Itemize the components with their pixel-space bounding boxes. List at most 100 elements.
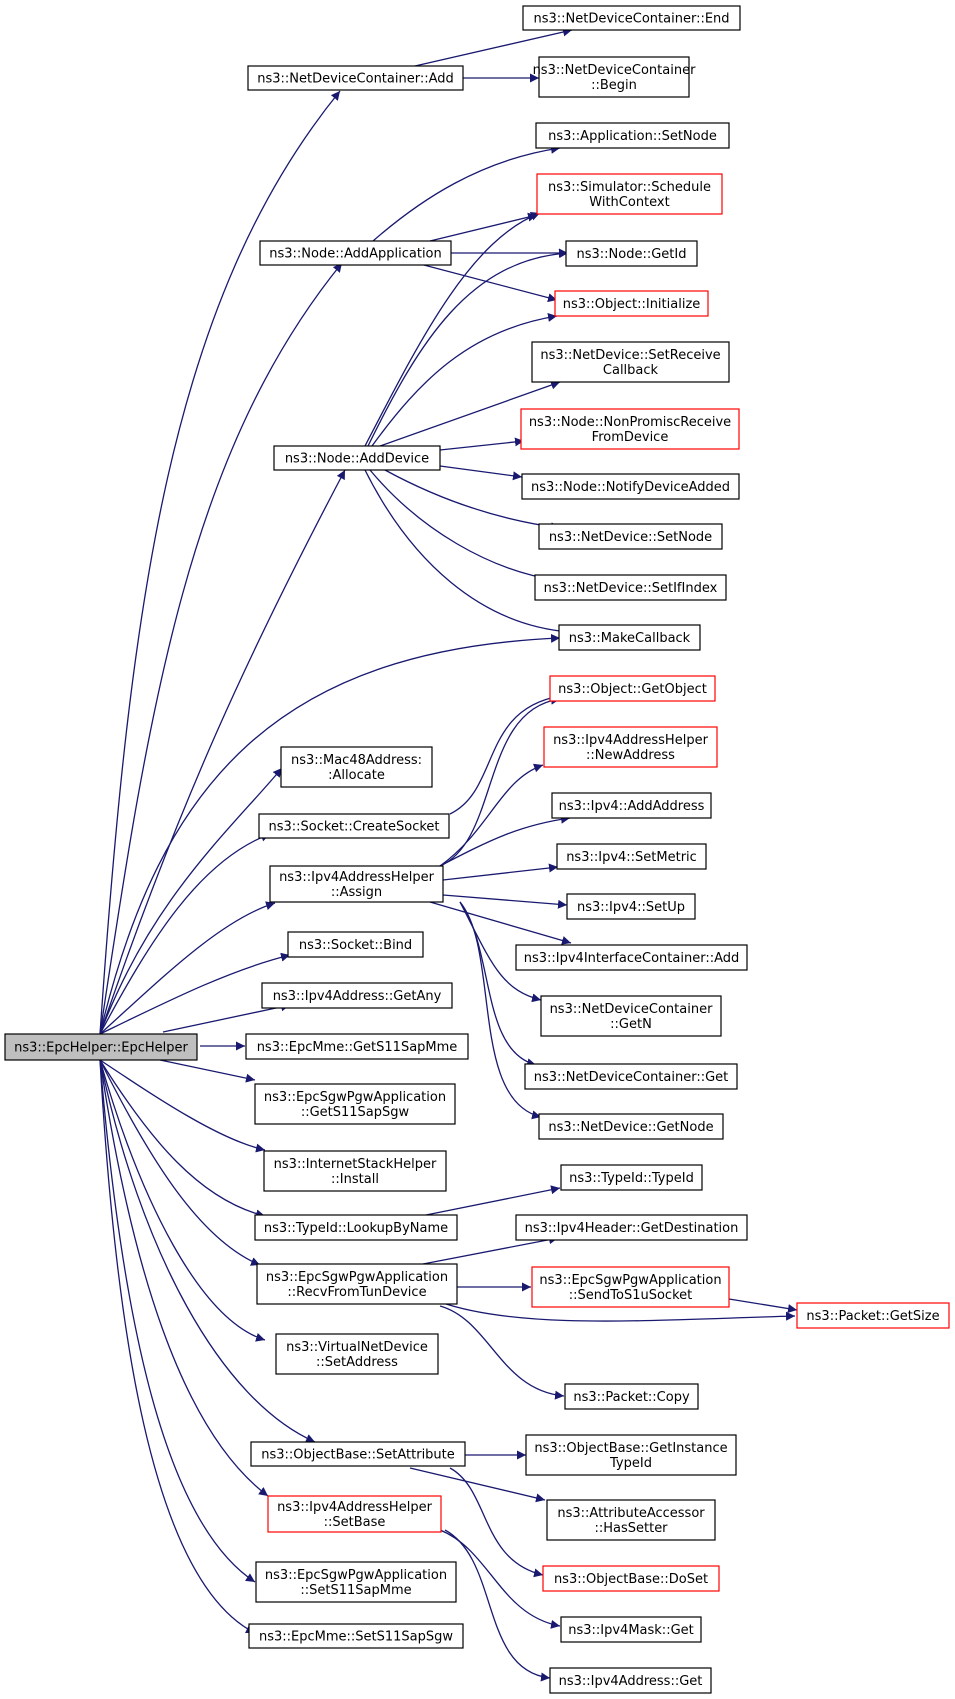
node-ndc-begin[interactable]: ns3::NetDeviceContainer::Begin [533, 56, 697, 98]
node-box [250, 1441, 466, 1467]
node-label: ::GetS11SapSgw [301, 1105, 410, 1120]
node-box [531, 1266, 730, 1308]
node-node-notify[interactable]: ns3::Node::NotifyDeviceAdded [521, 473, 740, 500]
node-ish-install[interactable]: ns3::InternetStackHelper::Install [263, 1150, 447, 1192]
node-box [256, 1263, 458, 1305]
node-aa-hassetter[interactable]: ns3::AttributeAccessor::HasSetter [546, 1499, 716, 1541]
node-ndc-end[interactable]: ns3::NetDeviceContainer::End [522, 5, 741, 31]
node-ipv4-setmetric[interactable]: ns3::Ipv4::SetMetric [556, 843, 707, 870]
edge-setbase-addrget [444, 1529, 551, 1682]
node-ipv4mask-get[interactable]: ns3::Ipv4Mask::Get [560, 1616, 702, 1643]
node-app-setnode[interactable]: ns3::Application::SetNode [535, 122, 730, 149]
node-ipv4-addaddress[interactable]: ns3::Ipv4::AddAddress [551, 792, 712, 819]
node-ipv4-setup[interactable]: ns3::Ipv4::SetUp [566, 893, 696, 920]
edge-adddevice-setreceive [379, 380, 561, 447]
node-typeid-typeid[interactable]: ns3::TypeId::TypeId [560, 1164, 703, 1191]
edge-adddevice-getid [367, 249, 569, 447]
edge-assign-addaddress [439, 814, 571, 867]
node-nd-getnode[interactable]: ns3::NetDevice::GetNode [538, 1113, 724, 1140]
node-box [538, 523, 723, 550]
node-label: ns3::TypeId::LookupByName [264, 1221, 448, 1236]
edge-lookup-typeid [425, 1185, 561, 1216]
node-ipv4helper-newaddr[interactable]: ns3::Ipv4AddressHelper::NewAddress [543, 726, 718, 768]
node-nd-setnode[interactable]: ns3::NetDevice::SetNode [538, 523, 723, 550]
node-epcmme-gets11[interactable]: ns3::EpcMme::GetS11SapMme [245, 1033, 469, 1060]
node-ipv4addr-get[interactable]: ns3::Ipv4Address::Get [549, 1667, 712, 1694]
node-box [540, 995, 722, 1037]
node-obj-getobject[interactable]: ns3::Object::GetObject [549, 675, 716, 702]
node-box [538, 56, 690, 98]
node-label: ns3::MakeCallback [569, 631, 691, 646]
node-sgw-send[interactable]: ns3::EpcSgwPgwApplication::SendToS1uSock… [531, 1266, 730, 1308]
edge-root-ipv4helper-setbase [99, 1059, 269, 1497]
node-label: ns3::NetDevice::GetNode [548, 1120, 713, 1135]
node-box [248, 1623, 464, 1649]
node-ipv4helper-setbase[interactable]: ns3::Ipv4AddressHelper::SetBase [267, 1495, 442, 1533]
node-packet-copy[interactable]: ns3::Packet::Copy [564, 1383, 699, 1410]
node-label: ::SetBase [324, 1515, 386, 1530]
node-ndc-add[interactable]: ns3::NetDeviceContainer::Add [247, 65, 464, 91]
node-box [556, 843, 707, 870]
edge-root-node-adddevice [99, 469, 346, 1035]
node-label: ns3::Ipv4AddressHelper [279, 870, 435, 885]
node-ipv4ic-add[interactable]: ns3::Ipv4InterfaceContainer::Add [515, 944, 748, 971]
node-label: :Allocate [328, 768, 385, 783]
edge-adddevice-init [371, 312, 558, 447]
node-label: ns3::Ipv4::SetMetric [566, 850, 697, 865]
node-root[interactable]: ns3::EpcHelper::EpcHelper [4, 1033, 198, 1061]
edge-addapp-setnode [372, 144, 561, 242]
edge-ndcadd-end [414, 27, 573, 67]
node-label: ns3::EpcSgwPgwApplication [264, 1090, 446, 1105]
node-label: TypeId [609, 1456, 652, 1471]
call-edges [99, 27, 798, 1682]
edge-root-ob-setattr [99, 1059, 316, 1443]
node-socket-create[interactable]: ns3::Socket::CreateSocket [258, 813, 450, 839]
node-ipv4addr-getany[interactable]: ns3::Ipv4Address::GetAny [261, 982, 453, 1009]
node-node-adddevice[interactable]: ns3::Node::AddDevice [273, 445, 441, 471]
node-ob-setattr[interactable]: ns3::ObjectBase::SetAttribute [250, 1441, 466, 1467]
node-box [258, 813, 450, 839]
node-ndc-getn[interactable]: ns3::NetDeviceContainer::GetN [540, 995, 722, 1037]
node-box [255, 1561, 457, 1603]
node-box [245, 1033, 469, 1060]
node-label: ns3::Mac48Address: [291, 753, 422, 768]
node-epcmme-sets11[interactable]: ns3::EpcMme::SetS11SapSgw [248, 1623, 464, 1649]
node-label: ns3::Application::SetNode [548, 129, 717, 144]
edge-root-node-addapp [99, 262, 343, 1035]
node-mac48-allocate[interactable]: ns3::Mac48Address::Allocate [280, 746, 433, 788]
edge-root-socket-bind [99, 952, 291, 1035]
node-label: ns3::Node::AddDevice [285, 452, 429, 467]
node-label: ns3::EpcHelper::EpcHelper [14, 1041, 188, 1056]
node-ob-doset[interactable]: ns3::ObjectBase::DoSet [542, 1565, 720, 1592]
node-makecallback[interactable]: ns3::MakeCallback [558, 624, 701, 651]
node-ipv4helper-assign[interactable]: ns3::Ipv4AddressHelper::Assign [269, 865, 444, 903]
node-box [247, 65, 464, 91]
node-label: ns3::Ipv4AddressHelper [553, 733, 709, 748]
node-sgw-sets11[interactable]: ns3::EpcSgwPgwApplication::SetS11SapMme [255, 1561, 457, 1603]
node-nd-setifindex[interactable]: ns3::NetDevice::SetIfIndex [534, 574, 727, 601]
node-ipv4hdr-getdest[interactable]: ns3::Ipv4Header::GetDestination [515, 1214, 748, 1241]
node-sgw-recv[interactable]: ns3::EpcSgwPgwApplication::RecvFromTunDe… [256, 1263, 458, 1305]
node-ndc-get[interactable]: ns3::NetDeviceContainer::Get [524, 1063, 738, 1090]
node-socket-bind[interactable]: ns3::Socket::Bind [287, 931, 424, 958]
node-box [269, 865, 444, 903]
node-vnd-setaddr[interactable]: ns3::VirtualNetDevice::SetAddress [275, 1333, 439, 1375]
node-label: ns3::NetDeviceContainer::Get [534, 1070, 729, 1085]
node-node-addapp[interactable]: ns3::Node::AddApplication [259, 240, 452, 266]
node-typeid-lookup[interactable]: ns3::TypeId::LookupByName [254, 1214, 458, 1241]
node-sgw-gets11[interactable]: ns3::EpcSgwPgwApplication::GetS11SapSgw [254, 1083, 456, 1125]
node-box [267, 1495, 442, 1533]
node-label: ns3::Simulator::Schedule [548, 180, 711, 195]
node-obj-init[interactable]: ns3::Object::Initialize [554, 290, 709, 317]
node-label: ns3::Object::Initialize [563, 297, 701, 312]
node-label: ns3::Ipv4Mask::Get [568, 1623, 694, 1638]
node-box [275, 1333, 439, 1375]
edge-setattr-hassetter [409, 1467, 546, 1503]
node-node-getid[interactable]: ns3::Node::GetId [565, 240, 698, 267]
node-label: ::RecvFromTunDevice [287, 1285, 426, 1300]
node-packet-getsize[interactable]: ns3::Packet::GetSize [796, 1302, 950, 1329]
